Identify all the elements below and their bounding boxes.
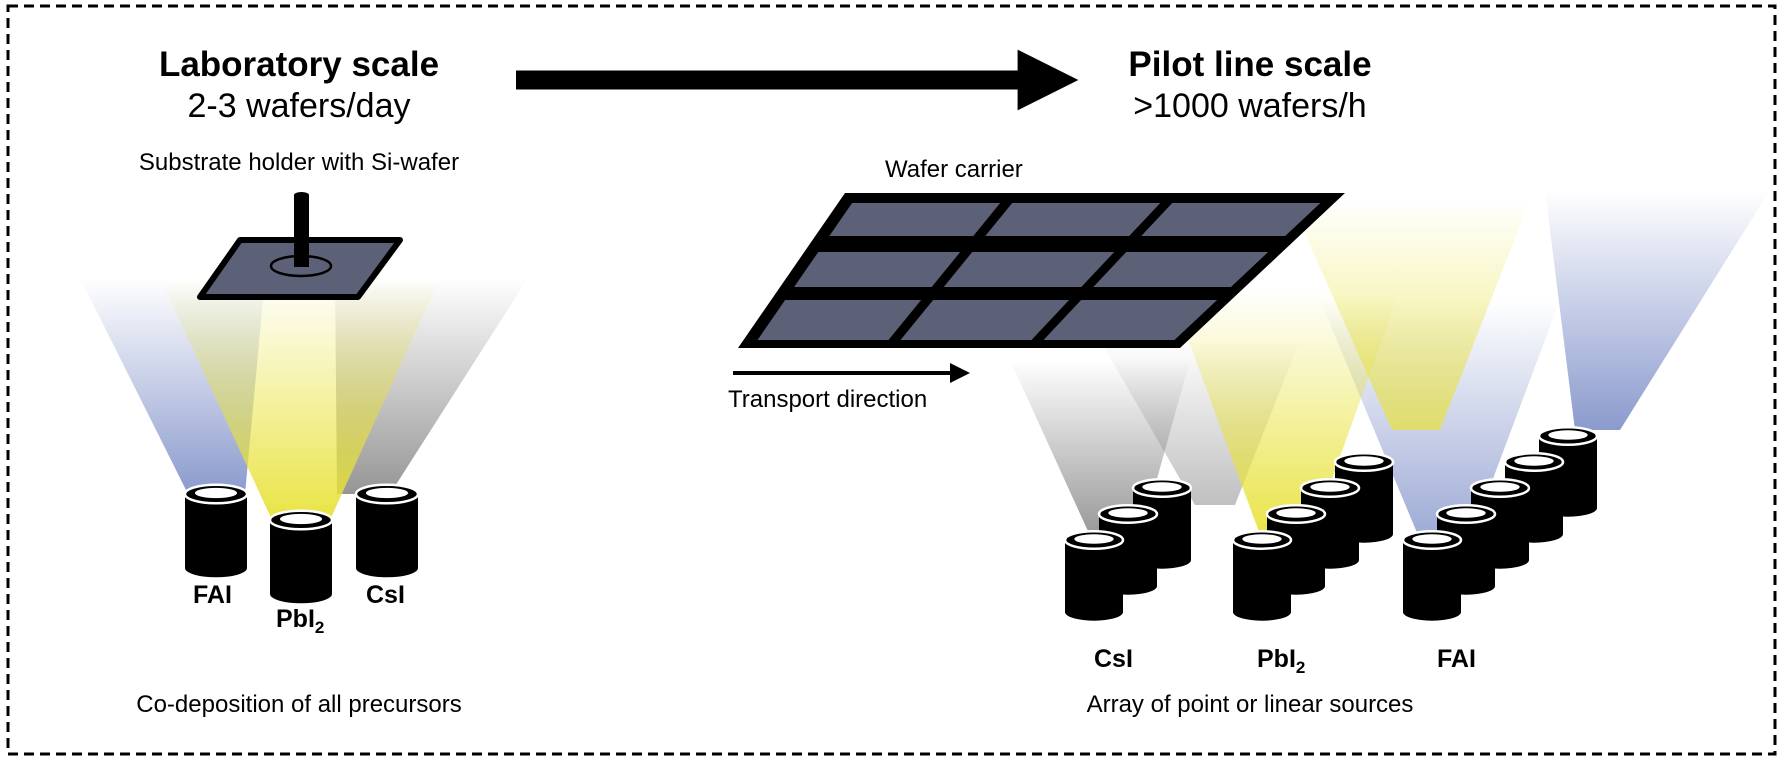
wafer-carrier bbox=[738, 193, 1345, 348]
lab-title: Laboratory scale bbox=[158, 45, 440, 84]
lab-rate: 2-3 wafers/day bbox=[187, 87, 411, 125]
source-name: PbI bbox=[276, 605, 315, 633]
wafer-cell bbox=[900, 300, 1070, 340]
wafer-cell bbox=[757, 300, 922, 340]
crucible bbox=[1231, 530, 1293, 621]
crucible-base bbox=[270, 584, 332, 604]
crucible-base bbox=[1403, 603, 1461, 621]
pilot-title: Pilot line scale bbox=[1128, 45, 1372, 84]
lab-source-label-csi: CsI bbox=[366, 583, 405, 608]
crucible-fai bbox=[183, 483, 249, 578]
crucible-array-fai bbox=[1401, 426, 1599, 621]
wafer-cell bbox=[1043, 300, 1218, 340]
crucible-opening bbox=[1242, 534, 1282, 544]
crucible-body bbox=[1233, 540, 1291, 612]
crucible bbox=[1063, 530, 1125, 621]
crucible-opening bbox=[194, 487, 238, 499]
pilot-caption: Array of point or linear sources bbox=[1086, 691, 1414, 718]
lab-crucibles bbox=[183, 483, 420, 604]
crucible-array-csi bbox=[1063, 478, 1193, 621]
holder-label: Substrate holder with Si-wafer bbox=[138, 149, 460, 176]
lab-plume-pbi2 bbox=[160, 278, 440, 520]
pilot-source-label-pbi2: PbI2 bbox=[1257, 645, 1306, 677]
holder-rod-cap bbox=[294, 192, 309, 198]
lab-source-label-fai: FAI bbox=[193, 583, 232, 608]
holder-rod bbox=[294, 195, 309, 267]
wafer-cell bbox=[1093, 252, 1269, 287]
pilot-plume-yellow-front bbox=[1170, 290, 1400, 540]
source-name: FAI bbox=[193, 581, 232, 609]
wafer-cell bbox=[829, 203, 1001, 236]
holder-plate bbox=[197, 237, 403, 300]
lab-source-label-pbi2: PbI2 bbox=[276, 605, 325, 637]
crucible-opening bbox=[1074, 534, 1114, 544]
crucible-opening bbox=[1344, 456, 1384, 466]
pilot-plume-blue-back bbox=[1545, 190, 1770, 430]
source-name: PbI bbox=[1257, 645, 1296, 673]
crucible-opening bbox=[1310, 482, 1350, 492]
pilot-plumes bbox=[1010, 190, 1770, 540]
lab-plumes bbox=[80, 278, 528, 520]
crucible-opening bbox=[1108, 508, 1148, 518]
pilot-source-label-csi: CsI bbox=[1094, 647, 1133, 672]
crucible-opening bbox=[1480, 482, 1520, 492]
source-name: CsI bbox=[366, 581, 405, 609]
source-subscript: 2 bbox=[314, 618, 325, 637]
crucible-opening bbox=[1514, 456, 1554, 466]
crucible-opening bbox=[1142, 482, 1182, 492]
wafer-cell bbox=[943, 252, 1115, 287]
substrate-holder bbox=[197, 192, 403, 300]
pilot-rate: >1000 wafers/h bbox=[1133, 87, 1367, 125]
source-subscript: 2 bbox=[1295, 658, 1306, 677]
pilot-source-label-fai: FAI bbox=[1437, 647, 1476, 672]
crucible-base bbox=[185, 558, 247, 578]
crucible-base bbox=[356, 558, 418, 578]
crucible-body bbox=[1403, 540, 1461, 612]
carrier-wafers bbox=[757, 203, 1321, 340]
crucible-opening bbox=[1446, 508, 1486, 518]
pilot-crucibles bbox=[1063, 426, 1599, 621]
crucible-array-pbi2 bbox=[1231, 452, 1395, 621]
crucible-opening bbox=[279, 513, 323, 525]
wafer-cell bbox=[794, 252, 961, 287]
crucible-opening bbox=[1412, 534, 1452, 544]
source-name: CsI bbox=[1094, 645, 1133, 673]
lab-caption: Co-deposition of all precursors bbox=[136, 691, 462, 718]
crucible-base bbox=[1065, 603, 1123, 621]
crucible-body bbox=[185, 494, 247, 568]
crucible-opening bbox=[1548, 430, 1588, 440]
crucible-csi bbox=[354, 483, 420, 578]
source-name: FAI bbox=[1437, 645, 1476, 673]
transport-label: Transport direction bbox=[728, 386, 928, 413]
crucible-pbi2 bbox=[268, 509, 334, 604]
pilot-plume-yellow-back bbox=[1290, 200, 1530, 430]
crucible-base bbox=[1233, 603, 1291, 621]
crucible-opening bbox=[1276, 508, 1316, 518]
crucible-opening bbox=[365, 487, 409, 499]
carrier-label: Wafer carrier bbox=[885, 156, 1023, 183]
wafer-cell bbox=[1141, 203, 1321, 236]
crucible-body bbox=[356, 494, 418, 568]
crucible bbox=[1401, 530, 1463, 621]
dashed-frame bbox=[6, 4, 1777, 756]
wafer-cell bbox=[985, 203, 1161, 236]
crucible-body bbox=[1065, 540, 1123, 612]
crucible-body bbox=[270, 520, 332, 594]
